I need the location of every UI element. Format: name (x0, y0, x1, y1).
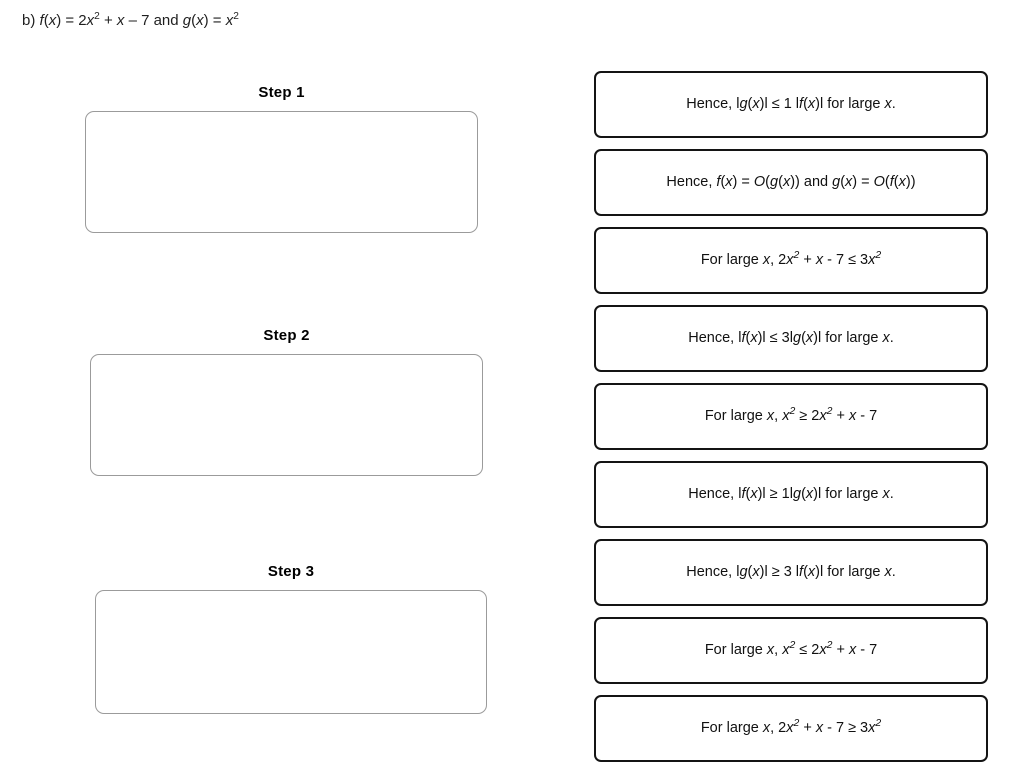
question-prompt: b) f(x) = 2x2 + x – 7 and g(x) = x2 (22, 11, 239, 31)
step-1-label: Step 1 (258, 84, 305, 101)
answer-option-5-text: For large x, x2 ≥ 2x2 + x - 7 (704, 406, 878, 424)
step-2-label: Step 2 (263, 327, 310, 344)
function-f-definition: f(x) = 2x2 + x – 7 (39, 11, 154, 29)
answer-option-1[interactable]: Hence, lg(x)l ≤ 1 lf(x)l for large x. (594, 71, 988, 138)
step-3-label: Step 3 (267, 563, 315, 580)
answer-options-column: Hence, lg(x)l ≤ 1 lf(x)l for large x. He… (594, 71, 988, 762)
answer-option-4-text: Hence, lf(x)l ≤ 3lg(x)l for large x. (688, 330, 894, 346)
conjunction-and: and (153, 12, 179, 29)
answer-option-6[interactable]: Hence, lf(x)l ≥ 1lg(x)l for large x. (594, 461, 988, 528)
question-label: b) (22, 12, 36, 29)
answer-option-2-text: Hence, f(x) = O(g(x)) and g(x) = O(f(x)) (666, 174, 916, 190)
answer-option-3-text: For large x, 2x2 + x - 7 ≤ 3x2 (700, 250, 882, 268)
answer-option-8[interactable]: For large x, x2 ≤ 2x2 + x - 7 (594, 617, 988, 684)
answer-option-4[interactable]: Hence, lf(x)l ≤ 3lg(x)l for large x. (594, 305, 988, 372)
answer-option-8-text: For large x, x2 ≤ 2x2 + x - 7 (704, 640, 878, 658)
step-2-dropzone[interactable] (90, 354, 483, 476)
answer-option-9-text: For large x, 2x2 + x - 7 ≥ 3x2 (700, 718, 882, 736)
answer-option-2[interactable]: Hence, f(x) = O(g(x)) and g(x) = O(f(x)) (594, 149, 988, 216)
answer-option-9[interactable]: For large x, 2x2 + x - 7 ≥ 3x2 (594, 695, 988, 762)
answer-option-1-text: Hence, lg(x)l ≤ 1 lf(x)l for large x. (686, 96, 896, 112)
step-group-3: Step 3 (95, 563, 487, 714)
answer-option-6-text: Hence, lf(x)l ≥ 1lg(x)l for large x. (688, 486, 894, 502)
step-group-2: Step 2 (90, 327, 483, 476)
step-3-dropzone[interactable] (95, 590, 487, 714)
answer-option-5[interactable]: For large x, x2 ≥ 2x2 + x - 7 (594, 383, 988, 450)
answer-option-7[interactable]: Hence, lg(x)l ≥ 3 lf(x)l for large x. (594, 539, 988, 606)
answer-option-7-text: Hence, lg(x)l ≥ 3 lf(x)l for large x. (686, 564, 896, 580)
step-group-1: Step 1 (85, 84, 478, 233)
steps-column: Step 1 Step 2 Step 3 (85, 84, 487, 714)
answer-option-3[interactable]: For large x, 2x2 + x - 7 ≤ 3x2 (594, 227, 988, 294)
step-1-dropzone[interactable] (85, 111, 478, 233)
function-g-definition: g(x) = x2 (182, 11, 239, 29)
